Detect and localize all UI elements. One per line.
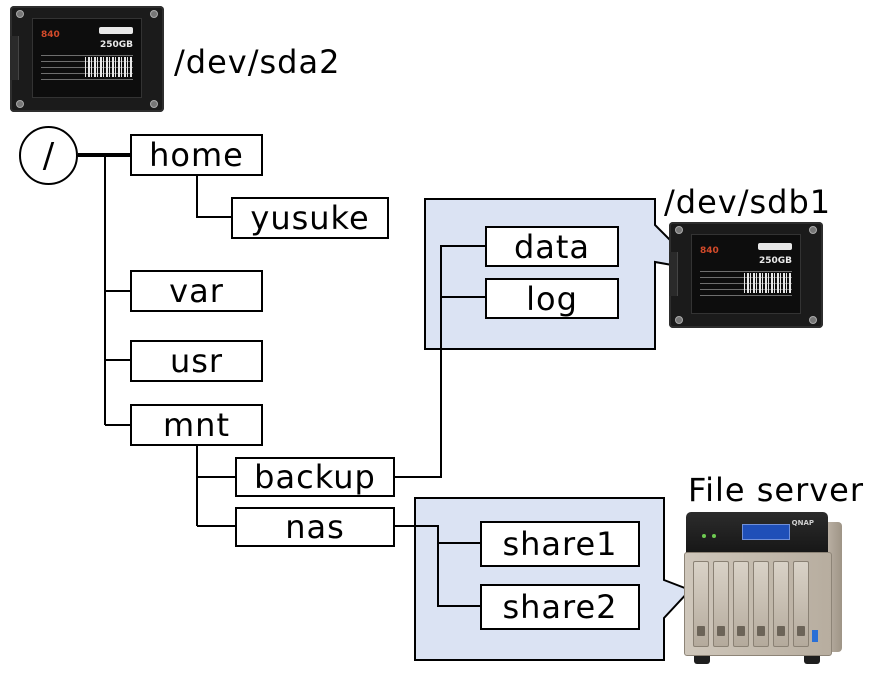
sdb1-mount-region xyxy=(424,198,703,350)
screw xyxy=(809,226,817,234)
dir-yusuke: yusuke xyxy=(231,197,389,239)
lcd-display-icon xyxy=(742,524,790,540)
brand-badge xyxy=(99,27,133,34)
backup-to-sdb1 xyxy=(395,245,485,478)
brand-badge xyxy=(758,243,792,250)
drive-bay xyxy=(753,561,769,647)
device-label-file-server: File server xyxy=(688,471,865,509)
usb-port-icon xyxy=(812,630,818,642)
barcode-icon xyxy=(744,273,792,293)
nas-top-panel: QNAP xyxy=(686,512,828,556)
sata-connector xyxy=(669,252,678,296)
nas-to-server xyxy=(395,525,480,607)
home-to-yusuke xyxy=(196,175,231,218)
dir-log: log xyxy=(485,278,619,319)
status-led-icon xyxy=(712,534,716,538)
ssd-drive-icon: 840 250GB xyxy=(669,222,823,328)
dir-share2: share2 xyxy=(480,584,640,630)
screw xyxy=(150,10,158,18)
dir-share1: share1 xyxy=(480,521,640,567)
drive-bay xyxy=(713,561,729,647)
dir-var: var xyxy=(130,270,263,312)
screw xyxy=(809,316,817,324)
ssd-model: 840 xyxy=(700,246,719,256)
dir-home: home xyxy=(130,134,263,176)
ssd-label: 840 250GB xyxy=(32,18,142,98)
drive-bay xyxy=(693,561,709,647)
screw xyxy=(16,100,24,108)
nas-brand: QNAP xyxy=(791,519,814,527)
ssd-drive-icon: 840 250GB xyxy=(10,6,164,112)
device-label-sdb1: /dev/sdb1 xyxy=(664,183,832,221)
dir-data: data xyxy=(485,226,619,267)
screw xyxy=(675,316,683,324)
nas-foot xyxy=(694,656,710,664)
root-directory: / xyxy=(19,126,78,185)
sata-connector xyxy=(10,36,19,80)
drive-bay xyxy=(733,561,749,647)
status-led-icon xyxy=(702,534,706,538)
ssd-model: 840 xyxy=(41,30,60,40)
ssd-capacity: 250GB xyxy=(758,256,792,266)
device-label-sda2: /dev/sda2 xyxy=(174,43,341,81)
ssd-label: 840 250GB xyxy=(691,234,801,314)
barcode-icon xyxy=(85,57,133,77)
dir-nas: nas xyxy=(235,507,395,547)
ssd-capacity: 250GB xyxy=(99,40,133,50)
drive-bay xyxy=(773,561,789,647)
dir-usr: usr xyxy=(130,340,263,382)
screw xyxy=(150,100,158,108)
nas-front-panel xyxy=(684,552,832,656)
drive-bay xyxy=(793,561,809,647)
nas-foot xyxy=(804,656,820,664)
screw xyxy=(675,226,683,234)
screw xyxy=(16,10,24,18)
dir-backup: backup xyxy=(235,457,395,497)
dir-mnt: mnt xyxy=(130,404,263,446)
nas-server-icon: QNAP xyxy=(678,512,842,664)
